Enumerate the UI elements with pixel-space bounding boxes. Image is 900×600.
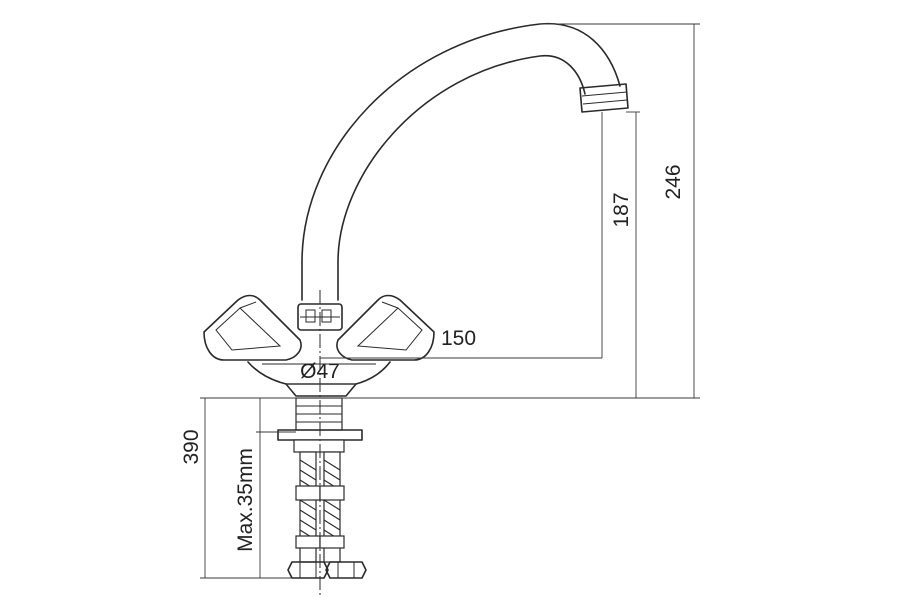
label-spout-reach: 150: [441, 327, 476, 350]
label-max-thickness: Max.35mm: [234, 448, 257, 552]
right-handle: [336, 294, 435, 361]
dim-connector-length: [200, 398, 292, 579]
label-overall-height: 246: [662, 164, 685, 199]
dim-overall-height: [540, 23, 700, 398]
connector-nuts: [287, 561, 367, 579]
left-handle: [203, 294, 302, 361]
dim-spout-height: [626, 111, 640, 398]
aerator: [579, 83, 629, 113]
label-base-diameter: Ø47: [300, 360, 340, 383]
label-connector-length: 390: [180, 429, 203, 464]
threaded-stud: [295, 397, 343, 431]
spout: [301, 22, 621, 301]
dim-max-thickness: [256, 398, 296, 578]
flex-hoses: [295, 451, 345, 563]
dim-spout-reach: [320, 112, 603, 359]
label-spout-height: 187: [610, 192, 633, 227]
